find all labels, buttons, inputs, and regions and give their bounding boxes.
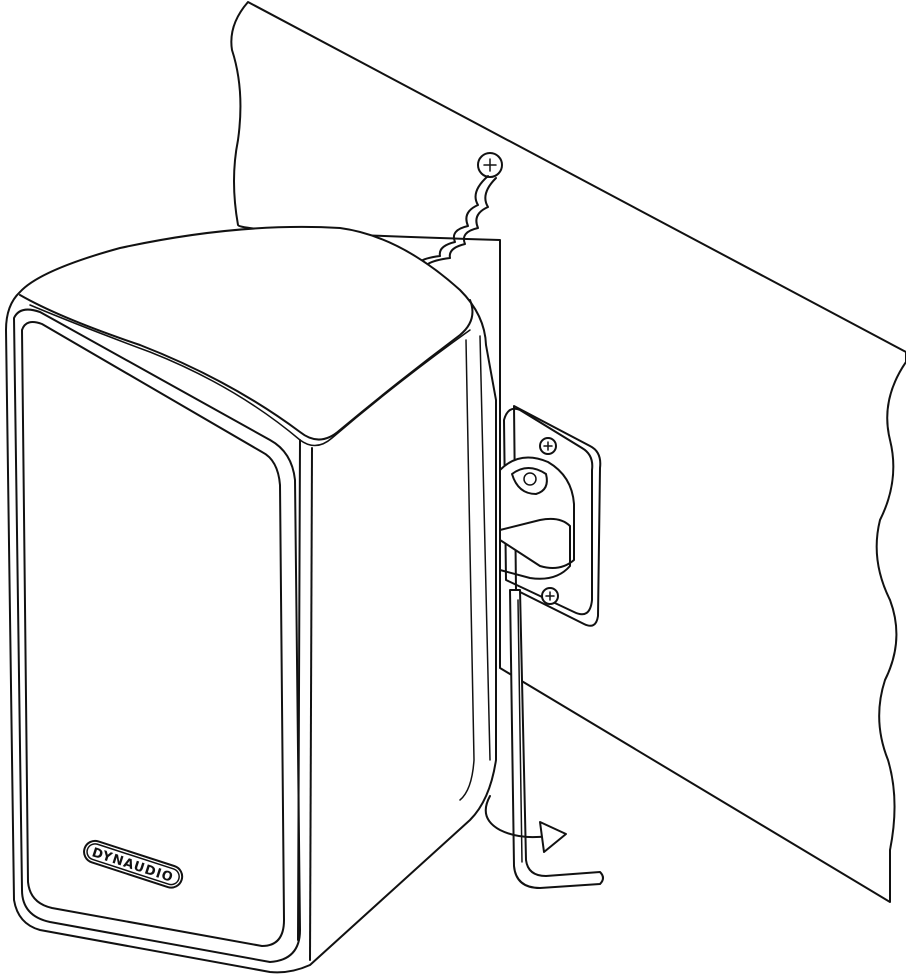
- wall-bracket: [499, 405, 602, 627]
- speaker-cabinet: [5, 225, 497, 974]
- rotation-arrow-icon: [484, 795, 567, 853]
- hex-key: [509, 589, 604, 889]
